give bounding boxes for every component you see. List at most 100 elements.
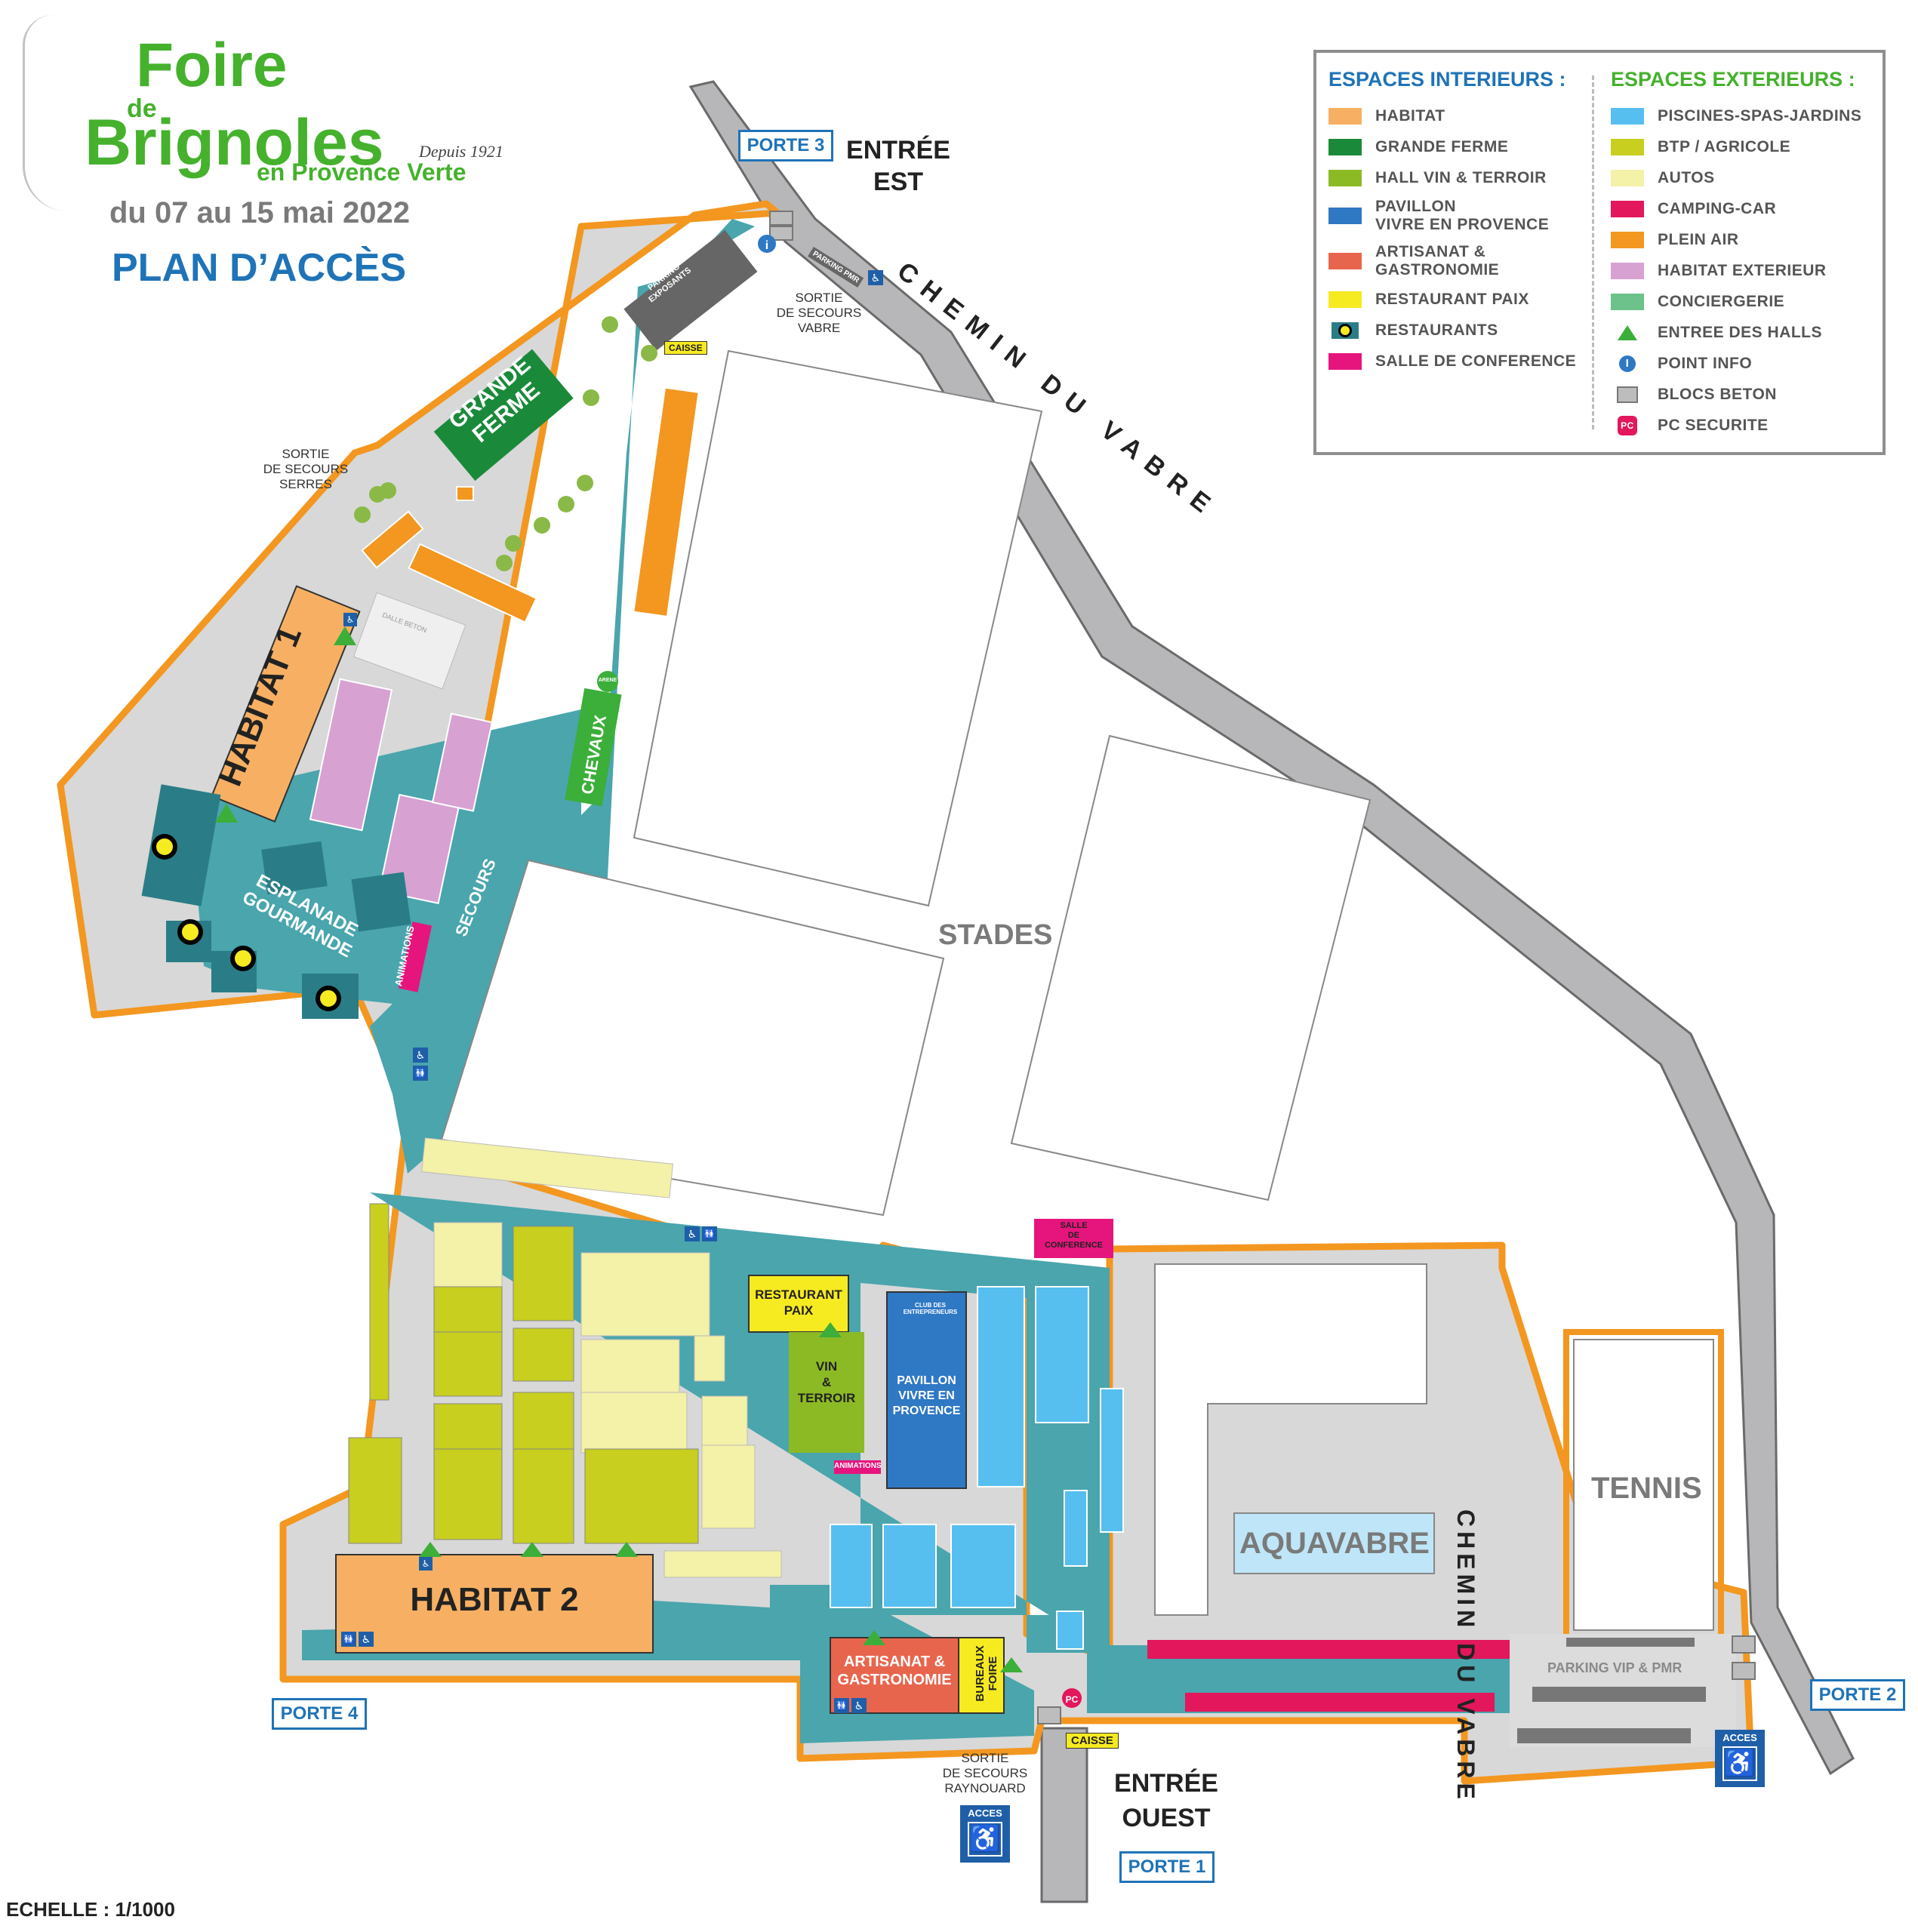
animations-stand-south	[834, 1460, 881, 1474]
stade-field-2	[440, 859, 945, 1217]
triangle-icon	[215, 626, 1023, 1672]
legend-item-restaurant-paix: RESTAURANT PAIX	[1328, 284, 1576, 315]
restaurant-icon	[1332, 321, 1359, 339]
legend-item-habitat: HABITAT	[1328, 100, 1576, 131]
page-title: PLAN D’ACCÈS	[112, 246, 407, 290]
legend-item-blocs-beton: BLOCS BETON	[1611, 379, 1861, 410]
wheelchair-icon: ♿	[413, 1048, 428, 1063]
legend-item-grande-ferme: GRANDE FERME	[1328, 131, 1576, 162]
trees	[354, 316, 657, 571]
arene-label: ARENE	[598, 678, 617, 683]
concrete-block-icon	[769, 211, 1756, 1724]
stands-01-04	[261, 841, 328, 895]
legend-item-autos: AUTOS	[1611, 162, 1861, 193]
legend-exterior: ESPACES EXTERIEURS : PISCINES-SPAS-JARDI…	[1611, 68, 1861, 441]
porte-4-label: PORTE 4	[272, 1698, 367, 1730]
legend-interior: ESPACES INTERIEURS : HABITAT GRANDE FERM…	[1328, 68, 1576, 377]
legend: ESPACES INTERIEURS : HABITAT GRANDE FERM…	[1313, 50, 1886, 455]
caisse-south-label: CAISSE	[1066, 1733, 1119, 1749]
exit-vabre-label: SORTIE DE SECOURS VABRE	[776, 291, 862, 335]
info-icon: i	[1619, 355, 1636, 372]
dalle-beton	[353, 592, 466, 690]
legend-divider	[1592, 75, 1594, 429]
piscines-stands	[830, 1286, 1124, 1650]
esplanade-restaurants	[141, 784, 359, 1019]
stands-05-08	[351, 872, 411, 932]
concrete-block-icon	[1617, 386, 1638, 403]
animations-label-south: ANIMATIONS	[834, 1462, 882, 1470]
restaurant-paix-hall	[748, 1275, 849, 1333]
legend-item-artisanat: ARTISANAT & GASTRONOMIE	[1328, 238, 1576, 284]
parking-spots-mid	[1532, 1687, 1706, 1702]
triangle-icon	[1618, 325, 1637, 340]
tennis-court	[1573, 1339, 1714, 1631]
legend-item-camping-car: CAMPING-CAR	[1611, 193, 1861, 224]
restaurant-icon	[316, 986, 341, 1011]
legend-interior-title: ESPACES INTERIEURS :	[1328, 68, 1566, 91]
legend-item-hall-vin: HALL VIN & TERROIR	[1328, 162, 1576, 193]
legend-item-habitat-exterieur: HABITAT EXTERIEUR	[1611, 255, 1861, 286]
btp-stands	[348, 1203, 699, 1544]
info-icon	[758, 235, 776, 253]
wheelchair-icon: ♿	[359, 1632, 374, 1647]
vin-terroir-hall	[789, 1332, 864, 1453]
legend-item-salle-conference: SALLE DE CONFERENCE	[1328, 346, 1576, 377]
header-logo: Foire de Brignoles Depuis 1921 en Proven…	[15, 15, 543, 302]
legend-item-btp: BTP / AGRICOLE	[1611, 131, 1861, 162]
legend-item-restaurants: RESTAURANTS	[1328, 315, 1576, 346]
pavillon-hall	[886, 1291, 967, 1489]
porte-2-label: PORTE 2	[1810, 1679, 1905, 1711]
caisse-north-label: CAISSE	[664, 341, 707, 355]
parking-spots-top	[1566, 1638, 1695, 1647]
camping-car-row-north	[1147, 1640, 1510, 1659]
scale-label: ECHELLE : 1/1000	[6, 1898, 175, 1921]
wheelchair-icon: ♿	[419, 1557, 433, 1571]
camping-car-row-south	[1185, 1693, 1495, 1712]
restaurant-icon	[230, 946, 256, 971]
bureaux-label: BUREAUX FOIRE	[974, 1645, 999, 1702]
porte-3-label: PORTE 3	[738, 130, 833, 162]
legend-item-pavillon: PAVILLON VIVRE EN PROVENCE	[1328, 193, 1576, 238]
stade-field-4	[1154, 1263, 1427, 1616]
wc-icon: 🚻	[702, 1226, 717, 1241]
tennis-label: TENNIS	[1591, 1472, 1702, 1505]
logo-provence: en Provence Verte	[257, 158, 466, 186]
parking-exposants-area	[623, 229, 758, 351]
artisanat-label: ARTISANAT & GASTRONOMIE	[837, 1654, 952, 1688]
road-label-chemin-du-vabre-east: CHEMIN DU VABRE	[1452, 1509, 1479, 1804]
legend-item-piscines: PISCINES-SPAS-JARDINS	[1611, 100, 1861, 131]
salle-conference-hall	[1034, 1219, 1113, 1258]
habitat-1-hall	[211, 585, 361, 823]
wheelchair-icon: ♿	[868, 270, 883, 285]
restaurant-icon	[152, 834, 177, 860]
arene-circle	[597, 671, 618, 692]
logo-de: de	[127, 94, 157, 123]
svg-text:PC: PC	[1066, 1694, 1079, 1705]
event-dates: du 07 au 15 mai 2022	[109, 196, 411, 229]
habitat-2-hall	[335, 1554, 654, 1654]
pc-icon	[1062, 1688, 1082, 1708]
wheelchair-icon: ♿	[1723, 1746, 1757, 1781]
stades-label: STADES	[938, 919, 1053, 951]
exit-raynouard-label: SORTIE DE SECOURS RAYNOUARD	[942, 1751, 1028, 1795]
access-badge-porte-2: ACCES ♿	[1715, 1730, 1765, 1787]
wheelchair-icon: ♿	[685, 1226, 700, 1241]
wheelchair-icon: ♿	[968, 1822, 1002, 1857]
entree-ouest-label: ENTRÉE OUEST	[1114, 1769, 1218, 1832]
stade-field-1	[633, 349, 1043, 907]
wc-icon: 🚻	[341, 1632, 356, 1647]
legend-item-conciergerie: CONCIERGERIE	[1611, 286, 1861, 317]
wheelchair-icon: ♿	[851, 1698, 867, 1713]
entree-est-label: ENTRÉE EST	[846, 136, 950, 196]
porte-1-label: PORTE 1	[1119, 1851, 1215, 1883]
exit-serres-label: SORTIE DE SECOURS SERRES	[263, 447, 349, 491]
road-entree-ouest	[1040, 1727, 1088, 1903]
aquavabre-label: AQUAVABRE	[1239, 1527, 1430, 1560]
club-label: CLUB DES ENTREPRENEURS	[903, 1302, 958, 1315]
legend-exterior-title: ESPACES EXTERIEURS :	[1611, 68, 1855, 91]
restaurant-icon	[177, 919, 203, 945]
wc-icon: 🚻	[413, 1066, 428, 1081]
legend-item-plein-air: PLEIN AIR	[1611, 224, 1861, 255]
